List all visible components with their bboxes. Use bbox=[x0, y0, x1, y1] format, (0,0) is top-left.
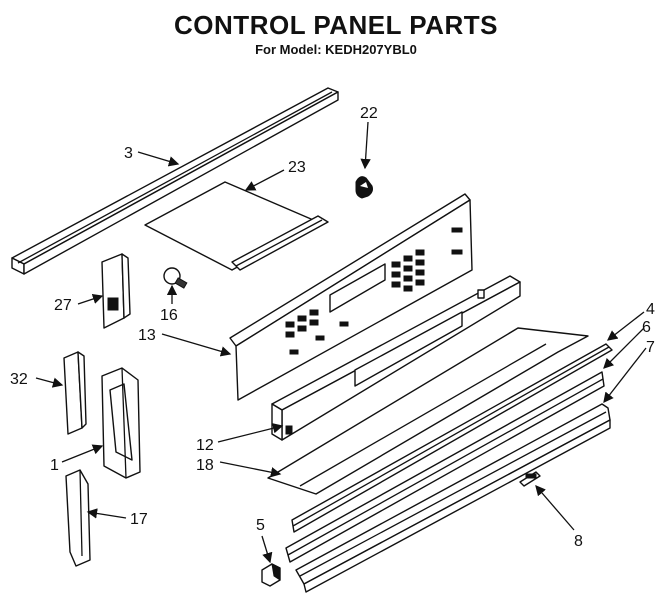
part-3-top-trim bbox=[11, 87, 339, 275]
callout-1: 1 bbox=[50, 457, 59, 474]
part-22-clip bbox=[355, 176, 373, 199]
callout-17: 17 bbox=[130, 511, 148, 528]
callout-5: 5 bbox=[256, 517, 265, 534]
callout-23: 23 bbox=[288, 159, 306, 176]
part-1-side-support bbox=[101, 367, 141, 479]
callout-32: 32 bbox=[10, 371, 28, 388]
callout-4: 4 bbox=[646, 301, 655, 318]
part-5-end-cap bbox=[261, 563, 281, 587]
part-4-trim-strip bbox=[291, 343, 613, 533]
callout-6: 6 bbox=[642, 319, 651, 336]
part-32-side-bracket bbox=[63, 351, 87, 435]
callout-13: 13 bbox=[138, 327, 156, 344]
callout-3: 3 bbox=[124, 145, 133, 162]
part-8-bracket bbox=[519, 471, 541, 487]
leader-lines bbox=[35, 121, 647, 564]
model-subtitle: For Model: KEDH207YBL0 bbox=[255, 42, 417, 57]
part-16-switch bbox=[163, 267, 188, 289]
callout-12: 12 bbox=[196, 437, 214, 454]
part-18-bottom-panel bbox=[267, 327, 589, 495]
part-17-bracket bbox=[65, 469, 91, 567]
part-7-trim-strip bbox=[295, 403, 611, 593]
callout-22: 22 bbox=[360, 105, 378, 122]
part-13-control-panel bbox=[229, 193, 473, 401]
page-title: CONTROL PANEL PARTS bbox=[174, 10, 498, 40]
callout-27: 27 bbox=[54, 297, 72, 314]
part-23-shield bbox=[144, 181, 329, 271]
callout-16: 16 bbox=[160, 307, 178, 324]
callout-8: 8 bbox=[574, 533, 583, 550]
callout-7: 7 bbox=[646, 339, 655, 356]
part-12-housing bbox=[271, 275, 521, 441]
callout-18: 18 bbox=[196, 457, 214, 474]
part-27-bracket bbox=[101, 253, 131, 329]
part-6-trim-strip bbox=[285, 371, 605, 563]
